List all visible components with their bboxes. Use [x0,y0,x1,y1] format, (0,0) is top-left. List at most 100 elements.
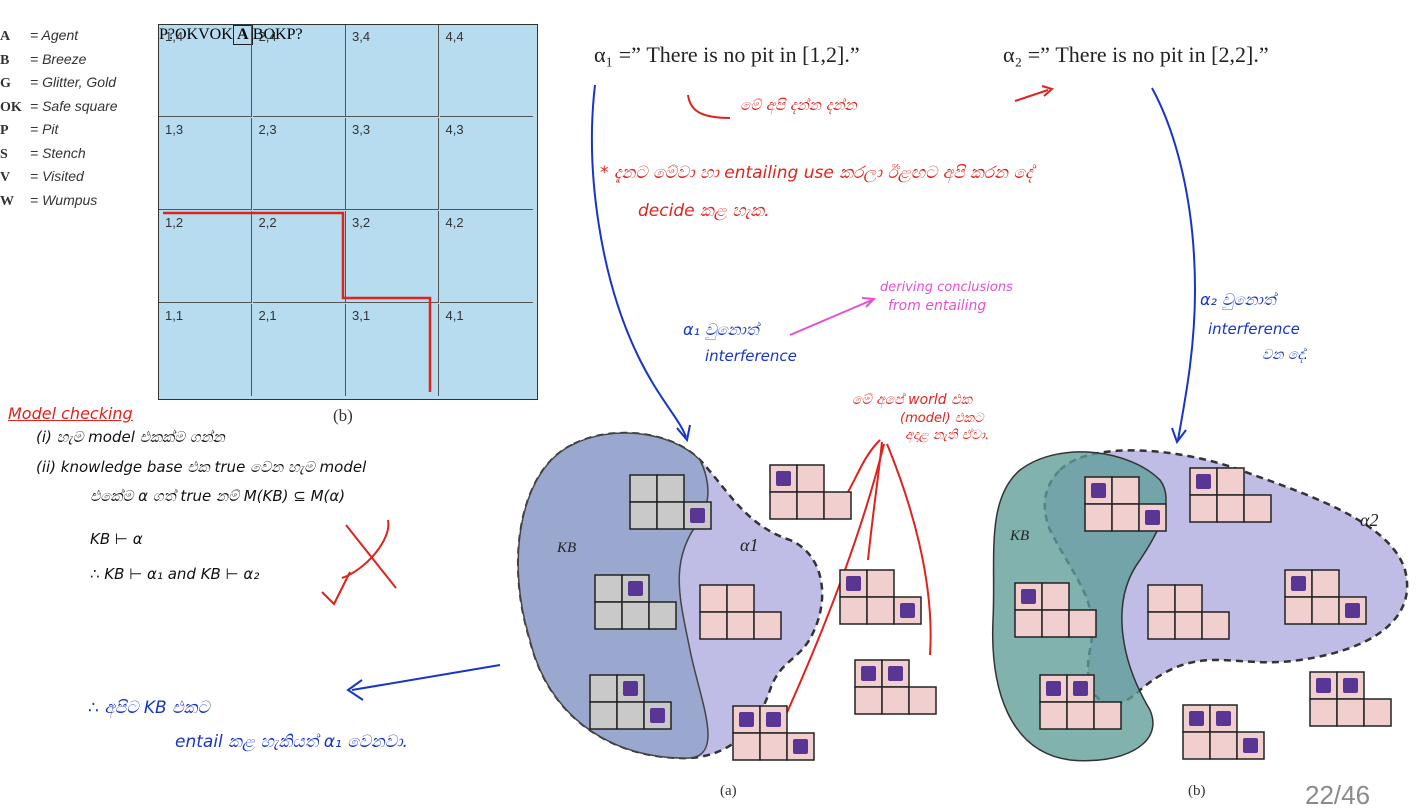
note-conclude-1: ∴ අපිට KB එකට [88,698,210,718]
grid-cell: 4,4 [439,25,533,117]
cell-coordinate: 2,2 [258,215,277,230]
grid-cell: 2,3 [252,118,346,210]
grid-cell: 3,2 [346,211,439,303]
world-model [732,705,815,761]
legend-text: = Stench [30,144,86,161]
grid-cell: 1,2 [159,211,252,303]
grid-mark-ok12: OK [175,26,199,43]
note-under-alpha: මේ අපි දන්න දන්න [740,96,857,114]
cell-coordinate: 1,1 [165,308,184,323]
note-alpha2-inf-1: α₂ වුනොත් [1200,290,1276,309]
legend-item: P = Pit [0,118,118,142]
note-world-2: (model) එකට [900,411,984,426]
cell-coordinate: 4,3 [445,122,464,137]
world-model [1147,584,1230,640]
grid-mark-ok21: OK [263,26,287,43]
legend-symbol: V [0,170,11,185]
world-model [839,569,922,625]
grid-mark-b21: B [252,26,264,43]
grid-cell: 4,3 [439,118,533,210]
world-model [589,674,672,730]
note-mc-2: (ii) knowledge base එක true වෙන හැම mode… [36,458,367,476]
legend-item: A = Agent [0,24,118,48]
grid-caption: (b) [333,406,353,425]
cell-coordinate: 3,2 [352,215,371,230]
legend-item: V = Visited [0,165,118,189]
grid-mark-ok11: OK [209,26,233,43]
world-model [699,584,782,640]
wumpus-grid: 1,4 2,4 3,4 4,4 1,3 2,3 3,3 4,3 1,2 2,2 3,2 4,2 1,1 2… [158,24,538,400]
grid-cell: 1,4 [159,25,252,117]
legend-text: = Agent [30,27,79,43]
world-model [769,464,852,520]
note-mc-4: KB ⊢ α [90,530,143,548]
legend-symbol: P [0,123,9,138]
cell-coordinate: 4,4 [445,29,464,44]
world-model [1014,582,1097,638]
legend-symbol: W [0,193,14,209]
cell-coordinate: 3,3 [352,122,371,137]
cell-coordinate: 2,3 [258,122,277,137]
note-world-3: අදාළ නැති ඒවා. [905,428,990,443]
note-model-checking-title: Model checking [8,404,133,423]
caption-b: (b) [1188,783,1206,799]
grid-mark-p31: P? [286,26,303,43]
legend-item: OK = Safe square [0,95,118,119]
note-star-line2: decide කළ හැක. [638,201,770,221]
note-alpha1-inf-2: interference [705,347,797,365]
alpha1-label: α1 [740,535,759,555]
alpha2-label: α2 [1360,510,1379,530]
cell-coordinate: 1,3 [165,122,184,137]
note-conclude-2: entail කළ හැකියත් α₁ වෙනවා. [175,732,408,752]
note-alpha1-inf-1: α₁ වුනොත් [683,320,759,339]
grid-cell: 3,3 [346,118,439,210]
cell-coordinate: 4,2 [445,215,464,230]
note-deriving-2: from entailing [888,298,987,314]
note-alpha2-inf-2: interference [1208,320,1300,338]
alpha2-statement: α₂ =” There is no pit in [2,2].” [1003,42,1269,67]
grid-cell: 2,2 [252,211,346,303]
legend-text: = Pit [30,121,59,137]
kb-label-b: KB [1010,528,1030,544]
grid-cell: 2,4 [252,25,346,117]
grid-mark-p22: P? [159,26,175,43]
cell-coordinate: 1,4 [165,29,184,44]
note-world-1: මේ අපේ world එක [852,392,972,408]
grid-mark-agent21: A [232,25,253,45]
legend-symbol: B [0,52,10,68]
legend-symbol: OK [0,99,22,115]
note-mc-5: ∴ KB ⊢ α₁ and KB ⊢ α₂ [90,565,260,583]
alpha1-statement: α₁ =” There is no pit in [1,2].” [594,42,860,67]
kb-label-a: KB [557,540,577,556]
cell-coordinate: 2,1 [258,308,277,323]
note-deriving-1: deriving conclusions [880,280,1013,295]
world-model [1284,569,1367,625]
cell-coordinate: 1,2 [165,215,184,230]
cell-coordinate: 3,4 [352,29,371,44]
cell-coordinate: 2,4 [258,29,277,44]
world-model [1039,674,1122,730]
legend-text: = Visited [30,168,84,184]
grid-cell: 4,2 [439,211,533,303]
world-model [1182,704,1265,760]
world-model [629,474,712,530]
grid-cell: 3,1 [346,304,439,396]
grid-mark-v11: V [198,26,210,43]
world-model [1084,476,1167,532]
legend-text: = Wumpus [30,191,98,208]
world-model [1309,671,1392,727]
world-model [1189,467,1272,523]
legend-text: = Safe square [30,97,118,114]
legend-symbol: S [0,146,8,162]
legend-symbol: A [0,29,11,44]
page-number: 22/46 [1305,780,1371,810]
caption-a: (a) [720,783,737,799]
note-mc-3: එකේම α ගත් true නම් M(KB) ⊆ M(α) [90,487,346,505]
cell-coordinate: 4,1 [445,308,464,323]
legend-symbol: G [0,76,11,91]
legend-item: B = Breeze [0,48,118,72]
legend-text: = Breeze [30,50,87,67]
legend-item: G= Glitter, Gold [0,71,118,95]
